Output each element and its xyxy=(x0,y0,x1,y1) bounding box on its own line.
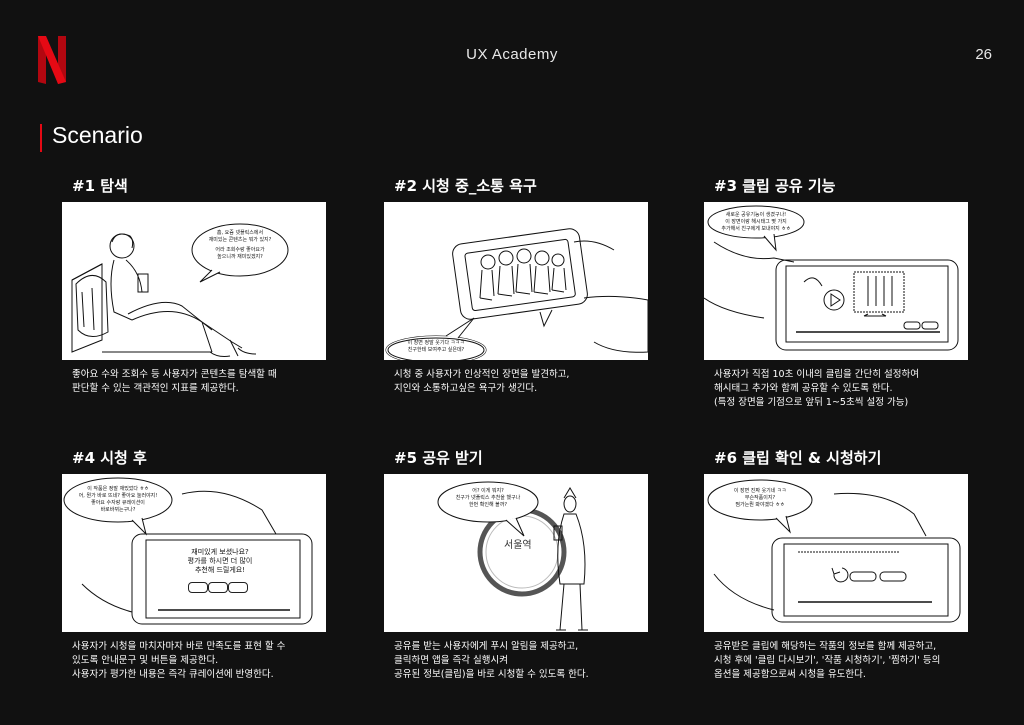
cell-title: #6 클립 확인 & 시청하기 xyxy=(714,449,882,467)
netflix-logo-icon xyxy=(38,36,66,84)
popup-line: 평가를 하시면 더 많이 xyxy=(187,557,253,565)
storyboard-frame: 이 작품은 정말 재밌었다 ㅎㅎ 어, 뭔가 바로 뜨네? 좋아요 눌러야지! … xyxy=(62,474,326,632)
cell-caption: 공유받은 클립에 해당하는 작품의 정보를 함께 제공하고, 시청 후에 '클립… xyxy=(714,641,941,680)
station-sign-label: 서울역 xyxy=(504,540,532,551)
person-reading-illustration xyxy=(71,223,289,357)
storyboard-frame: 새로운 공유기능이 생겼구나! 이 장면이랑 해시태그 몇 가지 추가해서 친구… xyxy=(704,202,968,360)
header-title: UX Academy xyxy=(466,46,558,63)
cell-title: #1 탐색 xyxy=(72,177,128,195)
phone-in-hand-illustration xyxy=(385,228,648,360)
like-button[interactable] xyxy=(188,582,208,593)
section-title: Scenario xyxy=(52,122,143,148)
section-accent-bar xyxy=(40,124,42,152)
storyboard-frame: 이 장면 정말 웃기다 ㅋㅋㅋ 친구한테 보여주고 싶은데? xyxy=(384,202,648,360)
scenario-cell-3: #3 클립 공유 기능 새로운 공유기능이 생겼구나! xyxy=(704,174,974,408)
cell-caption: 시청 중 사용자가 인상적인 장면을 발견하고, 지인와 소통하고싶은 욕구가 … xyxy=(394,369,570,394)
speech-bubble: 흠, 요즘 넷플릭스에서 재미있는 콘텐츠는 뭐가 있지? 어라 조회수랑 좋아… xyxy=(208,230,272,260)
cell-caption: 사용자가 시청을 마치자마자 바로 만족도를 표현 할 수 있도록 안내문구 및… xyxy=(72,641,286,680)
neutral-button[interactable] xyxy=(208,582,228,593)
clip-share-screen-illustration xyxy=(704,205,959,351)
cell-caption: 좋아요 수와 조회수 등 사용자가 콘텐츠를 탐색할 때 판단할 수 있는 객관… xyxy=(72,369,277,394)
rating-popup: 재미있게 보셨나요? 평가를 하시면 더 많이 추천해 드릴게요! xyxy=(172,548,268,575)
clip-playback-illustration xyxy=(707,479,961,623)
cell-title: #3 클립 공유 기능 xyxy=(714,177,836,195)
scenario-cell-6: #6 클립 확인 & 시청하기 이 장면 진짜 웃기네 ㅋㅋ 무슨작품이지? 찜… xyxy=(704,446,974,680)
storyboard-frame: 흠, 요즘 넷플릭스에서 재미있는 콘텐츠는 뭐가 있지? 어라 조회수랑 좋아… xyxy=(62,202,326,360)
cell-title: #4 시청 후 xyxy=(72,449,147,467)
scenario-cell-1: #1 탐색 흠, 요즘 넷 xyxy=(62,174,332,394)
scenario-cell-5: #5 공유 받기 어? 이게 뭐지? 친구가 넷플릭스 추천을 했구나 한번 확… xyxy=(384,446,654,680)
storyboard-frame: 어? 이게 뭐지? 친구가 넷플릭스 추천을 했구나 한번 확인해 볼까? 서울… xyxy=(384,474,648,632)
cell-title: #2 시청 중_소통 욕구 xyxy=(394,177,537,195)
replay-icon[interactable] xyxy=(830,566,844,580)
play-title-button[interactable] xyxy=(850,572,876,581)
popup-line: 추천해 드릴게요! xyxy=(194,566,246,574)
popup-line: 재미있게 보셨나요? xyxy=(191,548,249,556)
storyboard-frame: 이 장면 진짜 웃기네 ㅋㅋ 무슨작품이지? 찜가는뭔 봐야겠다 ㅎㅎ xyxy=(704,474,968,632)
scenario-cell-2: #2 시청 중_소통 욕구 이 장면 정말 웃기다 ㅋㅋㅋ 친구한테 보여주고 … xyxy=(384,174,654,394)
speech-bubble: 이 장면 정말 웃기다 ㅋㅋㅋ 친구한테 보여주고 싶은데? xyxy=(407,340,465,353)
speech-bubble: 이 장면 진짜 웃기네 ㅋㅋ 무슨작품이지? 찜가는뭔 봐야겠다 ㅎㅎ xyxy=(733,488,787,508)
speech-bubble: 새로운 공유기능이 생겼구나! 이 장면이랑 해시태그 몇 가지 추가해서 친구… xyxy=(721,212,791,232)
dislike-button[interactable] xyxy=(228,582,248,593)
speech-bubble: 이 작품은 정말 재밌었다 ㅎㅎ 어, 뭔가 바로 뜨네? 좋아요 눌러야지! … xyxy=(78,486,158,513)
rating-prompt-illustration xyxy=(63,477,313,625)
speech-bubble: 어? 이게 뭐지? 친구가 넷플릭스 추천을 했구나 한번 확인해 볼까? xyxy=(455,488,521,508)
add-to-list-button[interactable] xyxy=(880,572,906,581)
page-number: 26 xyxy=(975,46,992,63)
receive-share-illustration xyxy=(437,481,588,631)
cell-caption: 공유를 받는 사용자에게 푸시 알림을 제공하고, 클릭하면 앱을 즉각 실행시… xyxy=(394,641,589,680)
scenario-cell-4: #4 시청 후 이 작품은 정말 재밌었다 ㅎㅎ 어, 뭔가 바로 뜨네? 좋아… xyxy=(62,446,332,680)
cell-caption: 사용자가 직접 10초 이내의 클립을 간단히 설정하여 해시태그 추가와 함께… xyxy=(714,369,920,408)
cell-title: #5 공유 받기 xyxy=(394,449,483,467)
